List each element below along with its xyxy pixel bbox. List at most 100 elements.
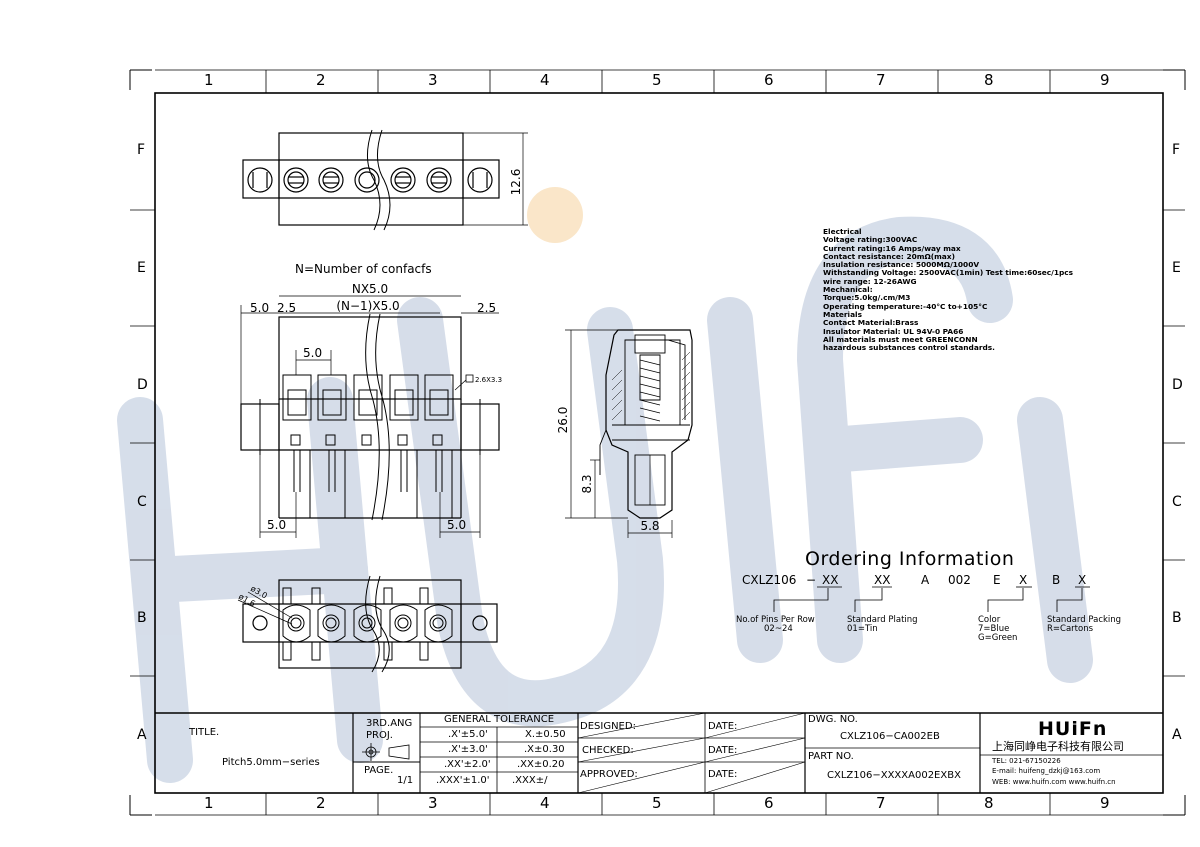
- dim-bottom-right: 5.0: [447, 518, 466, 532]
- part-value: CXLZ106−XXXXA002EXBX: [827, 770, 961, 781]
- dim-side-height-2: 8.3: [580, 474, 594, 493]
- designed-label: DESIGNED:: [580, 721, 636, 732]
- approved-label: APPROVED:: [580, 769, 638, 780]
- spec-line: Operating temperature:-40°C to+105°C: [823, 301, 988, 311]
- col-label: 7: [876, 71, 886, 89]
- pins-value: 02~24: [764, 624, 793, 634]
- spec-line: Withstanding Voltage: 2500VAC(1min) Test…: [823, 268, 1074, 278]
- tol-cell: .XXX±/: [512, 775, 548, 786]
- title-block-grid: [155, 712, 1163, 794]
- date-label: DATE:: [708, 721, 738, 732]
- color-green: G=Green: [978, 633, 1018, 643]
- part-label: PART NO.: [808, 751, 854, 762]
- row-label: D: [137, 377, 148, 393]
- company-name: 上海同峥电子科技有限公司: [992, 740, 1124, 753]
- row-label: E: [1172, 260, 1181, 276]
- bottom-view: [237, 575, 498, 673]
- spec-line: Electrical: [823, 227, 862, 236]
- tol-cell: X.±0.50: [525, 729, 566, 740]
- col-label: 8: [984, 794, 994, 812]
- col-label: 6: [764, 71, 774, 89]
- order-prefix: CXLZ106: [742, 573, 797, 587]
- tol-cell: .XX±0.20: [517, 759, 565, 770]
- col-label: 2: [316, 794, 326, 812]
- col-label: 4: [540, 794, 550, 812]
- row-label: C: [1172, 494, 1182, 510]
- side-view: [565, 329, 693, 538]
- tolerance-title: GENERAL TOLERANCE: [444, 714, 555, 725]
- col-label: 5: [652, 71, 662, 89]
- page-value: 1/1: [397, 775, 414, 786]
- col-label: 2: [316, 71, 326, 89]
- row-label: C: [137, 494, 147, 510]
- company-logo: HUiFn: [1038, 718, 1108, 740]
- dim-side-height: 26.0: [556, 407, 570, 434]
- row-label: A: [137, 727, 147, 743]
- row-label: D: [1172, 377, 1183, 393]
- proj-line-1: 3RD.ANG: [366, 718, 413, 729]
- spec-line: Contact resistance: 20mΩ(max): [823, 251, 955, 261]
- dim-right-25: 2.5: [477, 301, 496, 315]
- dim-pitch: 5.0: [303, 346, 322, 360]
- order-plating: XX: [874, 573, 891, 587]
- dim-left-5: 5.0: [250, 301, 269, 315]
- company-email: E-mail: huifeng_dzkj@163.com: [992, 767, 1101, 775]
- drawing-frame: [129, 69, 1186, 816]
- col-label: 8: [984, 71, 994, 89]
- row-label: B: [137, 610, 147, 626]
- row-label: F: [1172, 142, 1181, 158]
- order-pins: XX: [822, 573, 839, 587]
- plating-label: Standard Plating: [847, 615, 918, 625]
- tol-cell: .XX'±2.0': [444, 759, 491, 770]
- dim-nx: NX5.0: [352, 282, 388, 296]
- dim-hole: 2.6X3.3: [475, 376, 502, 384]
- color-label: Color: [978, 615, 1001, 625]
- spec-line: wire range: 12-26AWG: [823, 276, 917, 286]
- order-002: 002: [948, 573, 971, 587]
- row-label: F: [137, 142, 146, 158]
- spec-line: Current rating:16 Amps/way max: [823, 243, 961, 253]
- col-label: 7: [876, 794, 886, 812]
- tol-cell: .XXX'±1.0': [436, 775, 490, 786]
- order-packing: X: [1078, 573, 1087, 587]
- order-color: X: [1019, 573, 1028, 587]
- spec-line: Contact Material:Brass: [823, 318, 919, 328]
- col-label: 6: [764, 794, 774, 812]
- order-a: A: [921, 573, 930, 587]
- spec-line: Insulator Material: UL 94V-0 PA66: [823, 326, 964, 336]
- checked-label: CHECKED:: [582, 745, 634, 756]
- title-label: TITLE.: [189, 727, 220, 738]
- packing-value: R=Cartons: [1047, 624, 1094, 634]
- order-b: B: [1052, 573, 1061, 587]
- spec-line: Insulation resistance: 5000MΩ/1000V: [823, 260, 980, 270]
- proj-line-2: PROJ.: [366, 730, 393, 741]
- page-label: PAGE.: [364, 765, 394, 776]
- spec-line: hazardous substances control standards.: [823, 343, 995, 353]
- pins-label: No.of Pins Per Row: [736, 615, 815, 625]
- order-e: E: [993, 573, 1001, 587]
- tol-cell: .X±0.30: [524, 744, 565, 755]
- projection-symbol: [362, 743, 410, 761]
- front-view: [240, 295, 500, 538]
- company-web: WEB: www.huifn.com www.huifn.cn: [992, 778, 1116, 786]
- spec-line: Materials: [823, 309, 862, 319]
- specifications-block: Electrical Voltage rating:300VAC Current…: [823, 227, 1074, 353]
- order-dash: −: [806, 573, 817, 587]
- packing-label: Standard Packing: [1047, 615, 1122, 625]
- spec-line: All materials must meet GREENCONN: [823, 334, 978, 344]
- spec-line: Torque:5.0kg/.cm/M3: [823, 293, 911, 303]
- top-view: [242, 129, 528, 231]
- tol-cell: .X'±3.0': [448, 744, 488, 755]
- col-label: 3: [428, 71, 438, 89]
- dim-left-25: 2.5: [277, 301, 296, 315]
- dim-bottom-left: 5.0: [267, 518, 286, 532]
- dim-height-top: 12.6: [509, 169, 523, 196]
- col-label: 5: [652, 794, 662, 812]
- date-label: DATE:: [708, 745, 738, 756]
- col-label: 1: [204, 794, 214, 812]
- dim-n1x: (N−1)X5.0: [336, 299, 399, 313]
- title-value: Pitch5.0mm−series: [222, 757, 320, 768]
- col-label: 3: [428, 794, 438, 812]
- tol-cell: .X'±5.0': [448, 729, 488, 740]
